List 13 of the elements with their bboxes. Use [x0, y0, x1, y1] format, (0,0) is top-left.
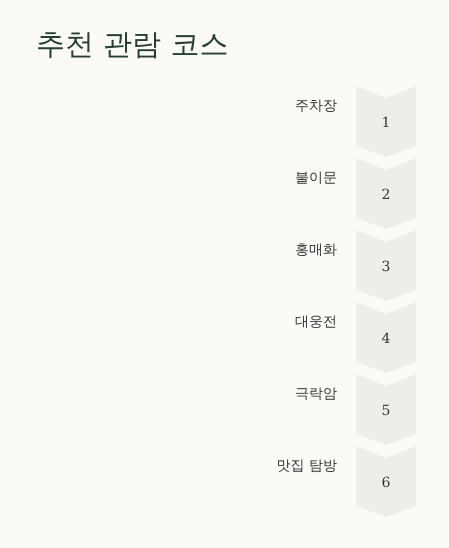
step-label: 대웅전 — [295, 313, 337, 331]
step-label: 주차장 — [295, 97, 337, 115]
step-label: 불이문 — [295, 169, 337, 187]
step-number: 6 — [382, 474, 390, 492]
step-number: 4 — [382, 330, 390, 348]
step-label: 맛집 탐방 — [276, 457, 337, 475]
step-label: 극락암 — [295, 385, 337, 403]
step-label: 홍매화 — [295, 241, 337, 259]
step-number: 2 — [382, 186, 390, 204]
step-number: 3 — [382, 258, 390, 276]
step-number: 1 — [382, 114, 390, 132]
step-number: 5 — [382, 402, 390, 420]
title: 추천 관람 코스 — [36, 26, 228, 62]
